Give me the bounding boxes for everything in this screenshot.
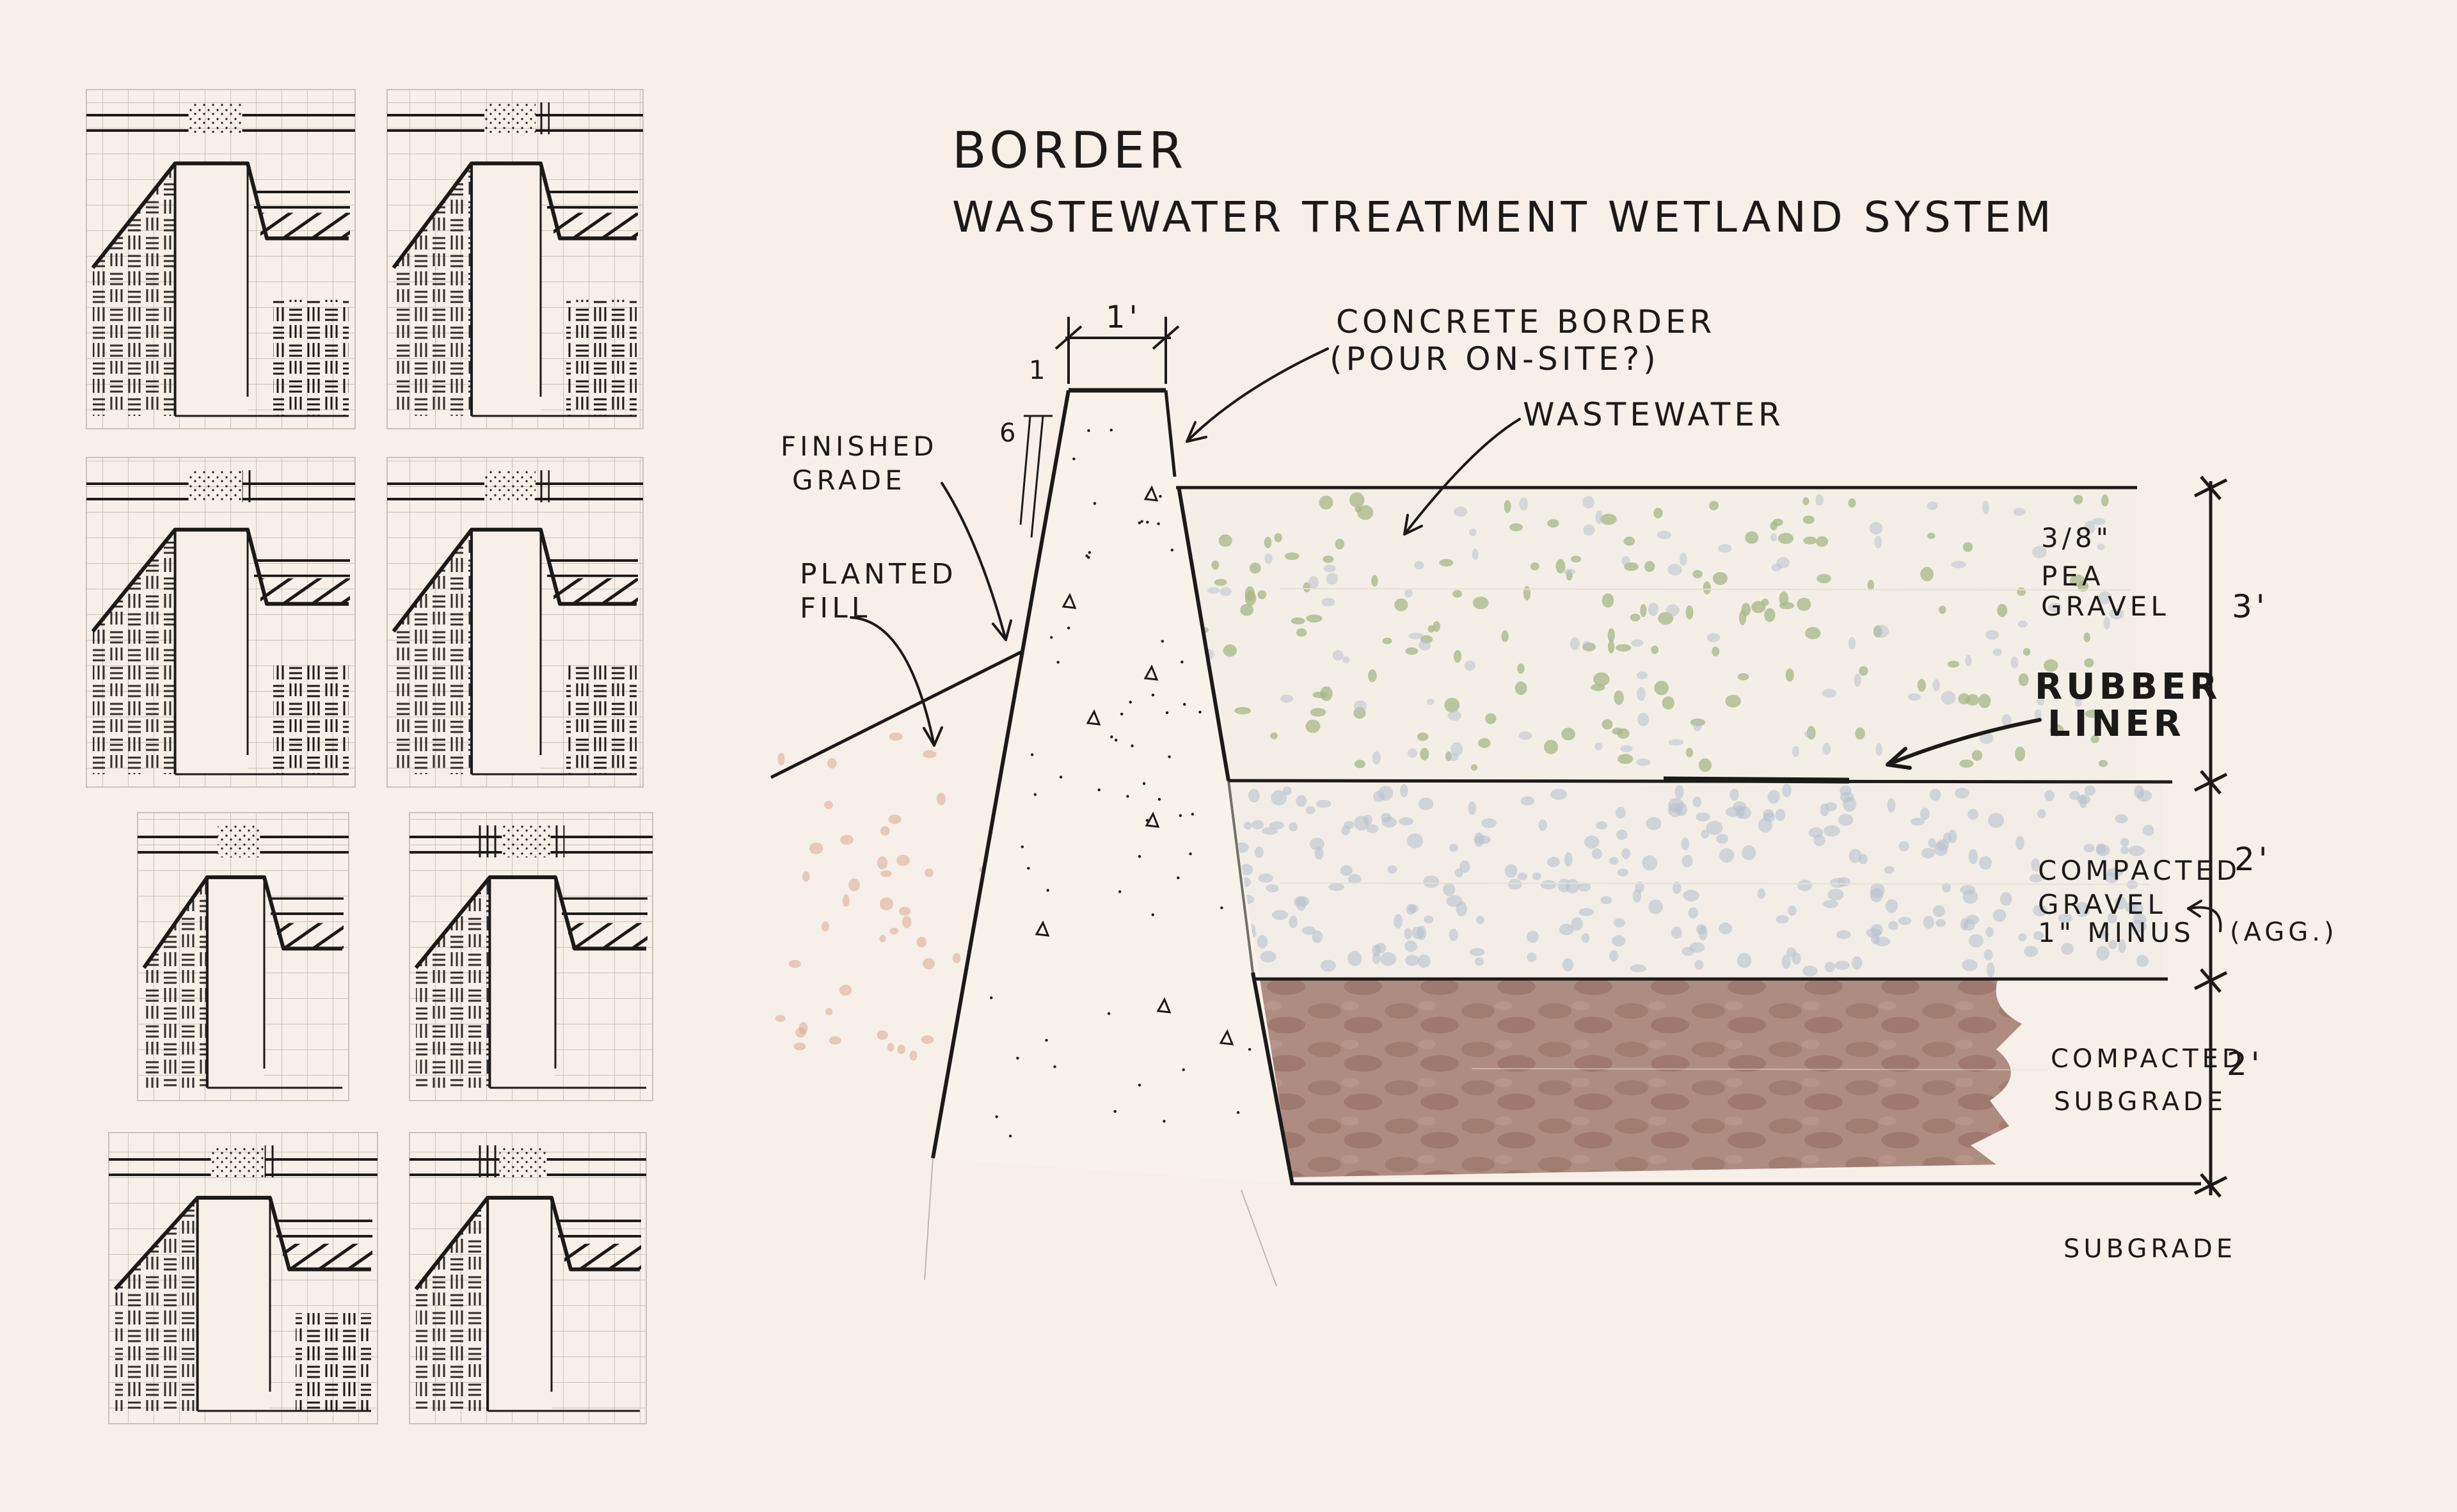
finished-grade-label: FINISHED (781, 431, 937, 462)
thumbnail-card (409, 1132, 647, 1424)
thumbnail-card (386, 457, 644, 788)
thumbnail-card (137, 812, 349, 1101)
thumbnail-card (409, 812, 653, 1101)
agg-leader (2187, 906, 2222, 932)
dim-width-label: 1' (1106, 299, 1141, 335)
compacted-subgrade-label-2: SUBGRADE (2054, 1087, 2227, 1117)
compacted-subgrade-label: COMPACTED (2051, 1044, 2246, 1074)
concrete-aggregate-marks (989, 428, 1252, 1138)
compacted-gravel-label: COMPACTED (2038, 855, 2241, 886)
compacted-subgrade-layer (1255, 980, 2022, 1177)
thumbnail-card (386, 89, 644, 429)
pea-gravel-label-3: GRAVEL (2041, 591, 2170, 622)
concrete-border-label-2: (POUR ON-SITE?) (1330, 340, 1660, 378)
section-drawing (770, 317, 2228, 1287)
compacted-gravel-label-3: 1" MINUS (2038, 917, 2195, 948)
planted-fill-dots (775, 732, 992, 1061)
pea-gravel-label: 3/8" (2041, 522, 2112, 553)
planted-fill-leader (850, 616, 935, 747)
subgrade-label: SUBGRADE (2063, 1234, 2236, 1264)
rubber-liner-leader (1886, 718, 2042, 767)
title-border: BORDER (952, 122, 1187, 180)
pea-gravel-dots (1197, 492, 2124, 772)
agg-label: (AGG.) (2230, 918, 2338, 947)
dim-height-top-label: 1 (1029, 356, 1049, 385)
compacted-gravel-depth: 2' (2234, 841, 2271, 878)
pea-gravel-label-2: PEA (2041, 561, 2104, 592)
dim-height-bottom-label: 6 (999, 418, 1019, 448)
finished-grade-leader (941, 482, 1007, 641)
concrete-border-leader (1186, 347, 1329, 443)
thumbnail-card (86, 457, 356, 788)
thumbnail-card (86, 89, 356, 429)
compacted-subgrade-depth: 2' (2227, 1046, 2264, 1083)
planted-fill-label: PLANTED (800, 558, 957, 591)
title-system: WASTEWATER TREATMENT WETLAND SYSTEM (952, 193, 2055, 242)
concrete-border (933, 390, 1292, 1184)
rubber-liner-label: RUBBER (2035, 666, 2221, 708)
wastewater-label: WASTEWATER (1523, 396, 1785, 433)
planted-fill-label-2: FILL (800, 592, 871, 625)
concrete-border-label: CONCRETE BORDER (1336, 303, 1715, 340)
finished-grade-label-2: GRADE (792, 465, 906, 496)
planted-fill-area (771, 651, 1022, 1158)
compacted-gravel-label-2: GRAVEL (2038, 889, 2167, 920)
pea-gravel-depth: 3' (2232, 588, 2269, 625)
wastewater-leader (1403, 418, 1521, 536)
rubber-liner-label-2: LINER (2048, 703, 2185, 745)
compacted-gravel-dots (1234, 783, 2154, 978)
thumbnail-sketches (86, 89, 653, 1424)
finished-grade-line (770, 649, 1024, 779)
thumbnail-card (108, 1132, 378, 1424)
